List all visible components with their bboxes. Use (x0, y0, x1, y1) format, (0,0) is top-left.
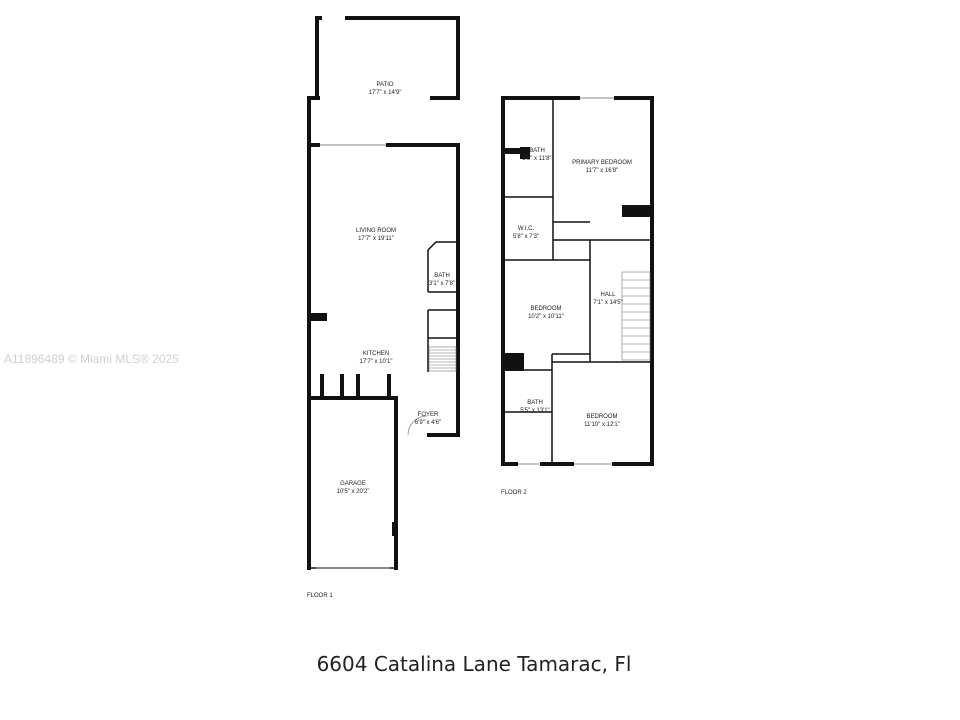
room-dims-kitchen: 17'7" x 10'1" (360, 359, 393, 365)
room-name-wic: W.I.C. (518, 226, 535, 232)
room-dims-hall: 7'1" x 14'5" (593, 300, 623, 306)
room-dims-foyer: 6'9" x 4'6" (415, 420, 441, 426)
room-name-bath-floor-1: BATH (434, 273, 450, 279)
stairs-floor-1 (428, 346, 457, 372)
room-name-kitchen: KITCHEN (363, 351, 389, 357)
room-name-bedroom-left: BEDROOM (530, 306, 561, 312)
room-name-garage: GARAGE (340, 481, 366, 487)
floor-1-label: FLOOR 1 (307, 593, 333, 599)
room-dims-wic: 5'8" x 7'3" (513, 234, 539, 240)
room-dims-bath-upper: 5'8" x 11'8" (522, 156, 551, 162)
mls-watermark: A11896489 © Miami MLS® 2025 (4, 352, 179, 366)
stairs-floor-2 (621, 271, 651, 361)
room-name-bath-lower: BATH (527, 400, 543, 406)
room-name-foyer: FOYER (418, 412, 439, 418)
room-name-bath-upper: BATH (529, 148, 545, 154)
room-name-bedroom-right: BEDROOM (586, 414, 617, 420)
room-dims-bath-floor-1: 3'1" x 7'8" (429, 281, 455, 287)
room-dims-bedroom-right: 11'10" x 12'1" (584, 422, 620, 428)
room-dims-bath-lower: 5'5" x 13'1" (520, 408, 550, 414)
room-dims-bedroom-left: 10'2" x 10'11" (528, 314, 564, 320)
floor-1-plan (307, 15, 460, 570)
room-dims-primary-bedroom: 11'7" x 16'8" (586, 168, 618, 174)
room-name-primary-bedroom: PRIMARY BEDROOM (572, 160, 632, 166)
room-dims-patio: 17'7" x 14'9" (369, 90, 402, 96)
floor-2-labels: BATH 5'8" x 11'8" PRIMARY BEDROOM 11'7" … (501, 148, 632, 496)
property-address: 6604 Catalina Lane Tamarac, Fl (317, 652, 632, 676)
room-name-living-room: LIVING ROOM (356, 228, 396, 234)
floor-1-labels: PATIO 17'7" x 14'9" LIVING ROOM 17'7" x … (307, 82, 455, 599)
room-dims-garage: 10'5" x 20'2" (337, 489, 370, 495)
floor-2-label: FLOOR 2 (501, 490, 527, 496)
room-name-patio: PATIO (376, 82, 393, 88)
floor-2-plan (501, 95, 654, 467)
room-dims-living-room: 17'7" x 19'11" (358, 236, 394, 242)
room-name-hall: HALL (600, 292, 616, 298)
